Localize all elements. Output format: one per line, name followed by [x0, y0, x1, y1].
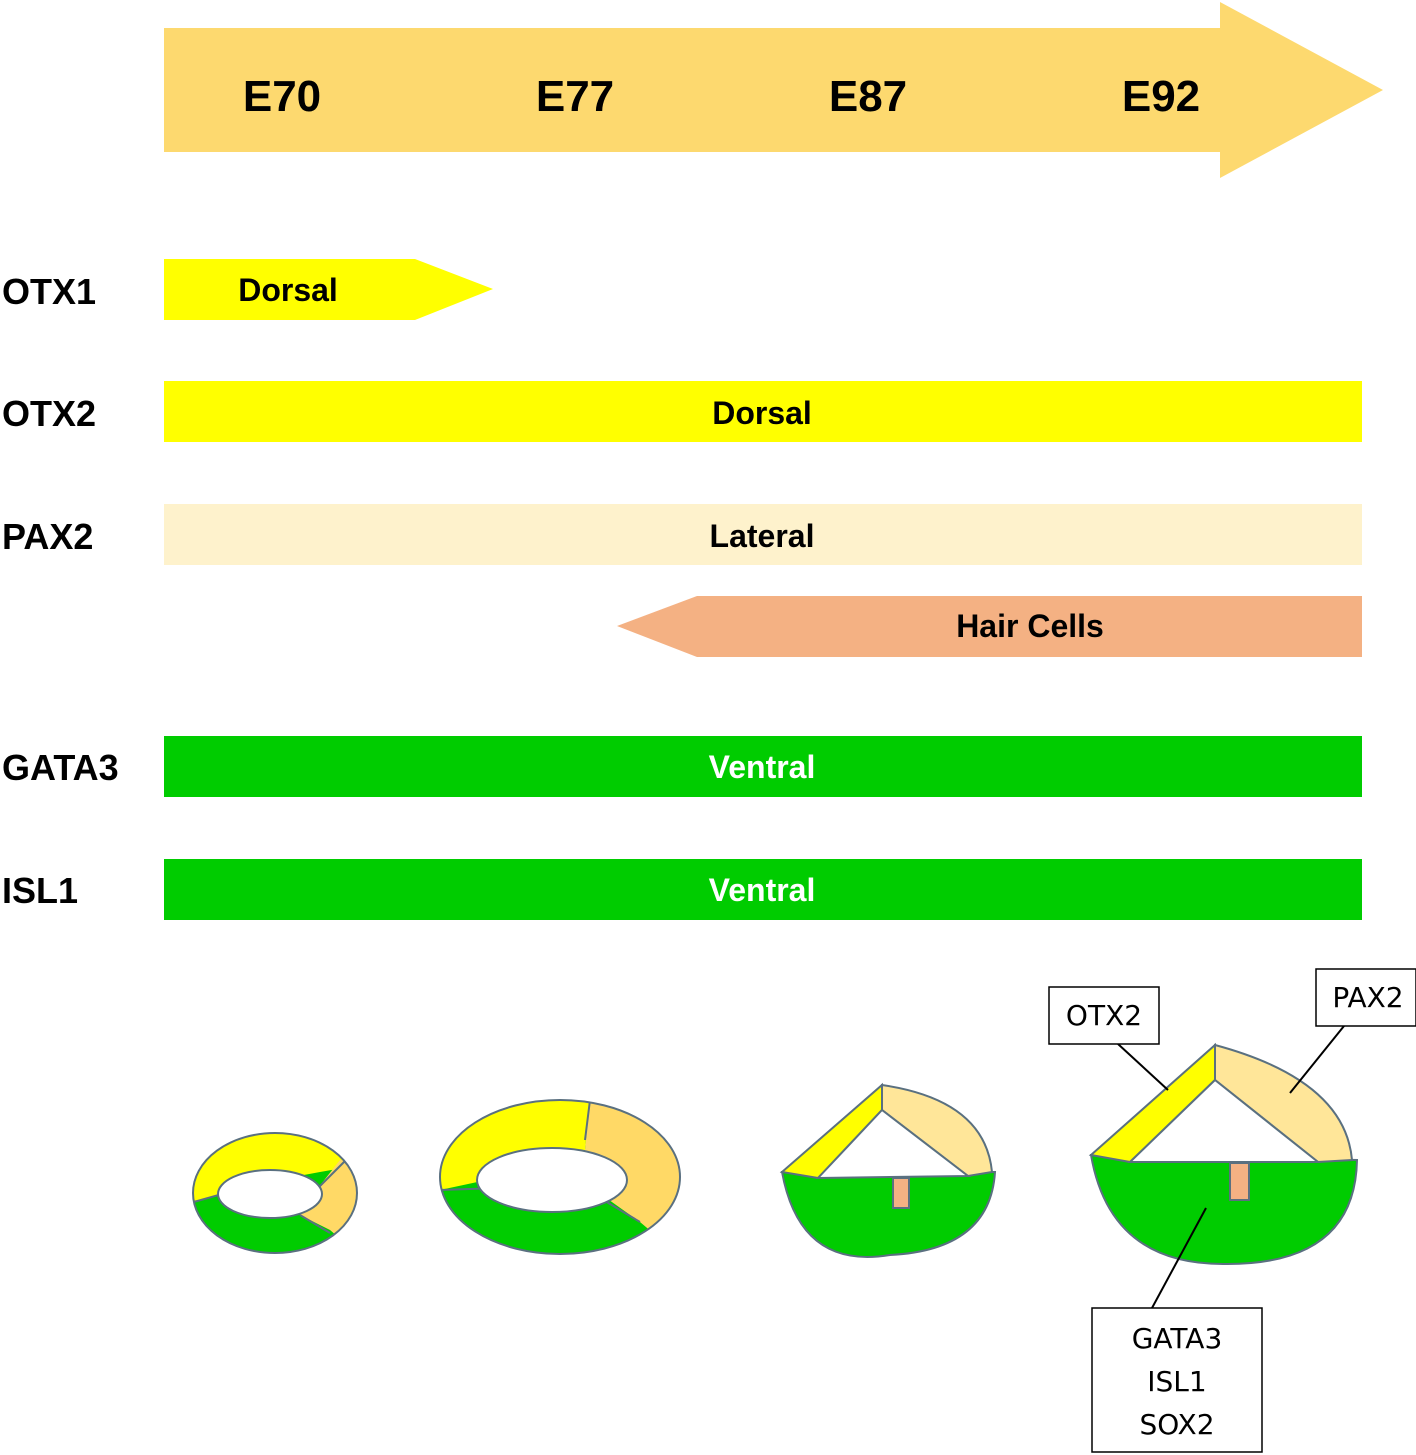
callout-text-isl1: ISL1 [1147, 1365, 1206, 1398]
gene-label-gata3: GATA3 [2, 747, 119, 788]
gene-label-otx2: OTX2 [2, 393, 96, 434]
stage-label-e92: E92 [1122, 72, 1200, 121]
otocyst-e92 [1088, 1042, 1359, 1266]
callout-leader-otx2 [1117, 1043, 1169, 1091]
stage-label-e70: E70 [243, 72, 321, 121]
timeline-arrow [164, 2, 1383, 178]
callout-text-otx2: OTX2 [1066, 999, 1142, 1032]
gene-label-pax2: PAX2 [2, 516, 93, 557]
callout-box-otx2 [1048, 986, 1160, 1045]
otocyst-e87 [779, 1082, 997, 1258]
expression-bar-isl1 [164, 859, 1362, 920]
callout-text-gata3: GATA3 [1132, 1322, 1223, 1355]
expression-domain-gata3: Ventral [709, 749, 816, 785]
gene-label-isl1: ISL1 [2, 870, 78, 911]
expression-bar-pax2-hair-cells [617, 596, 1362, 657]
otocyst-e70 [192, 1132, 358, 1254]
callout-box-pax2 [1315, 968, 1416, 1027]
callout-box-ventral [1091, 1307, 1263, 1453]
callout-leader-pax2 [1289, 1025, 1345, 1094]
expression-bar-gata3 [164, 736, 1362, 797]
stage-label-e77: E77 [536, 72, 614, 121]
callout-text-pax2: PAX2 [1332, 981, 1403, 1014]
stage-label-e87: E87 [829, 72, 907, 121]
callout-text-sox2: SOX2 [1139, 1408, 1214, 1441]
callout-leader-ventral [1151, 1207, 1207, 1309]
otocyst-e77 [439, 1099, 681, 1255]
expression-bar-pax2-lateral [164, 504, 1362, 565]
expression-domain-isl1: Ventral [709, 872, 816, 908]
expression-bar-otx2 [164, 381, 1362, 442]
expression-domain-pax2-lateral: Lateral [710, 518, 815, 554]
gene-label-otx1: OTX1 [2, 271, 96, 312]
expression-domain-hair-cells: Hair Cells [956, 608, 1104, 644]
expression-bar-otx1 [164, 259, 493, 320]
expression-domain-otx1: Dorsal [238, 272, 338, 308]
expression-domain-otx2: Dorsal [712, 395, 812, 431]
